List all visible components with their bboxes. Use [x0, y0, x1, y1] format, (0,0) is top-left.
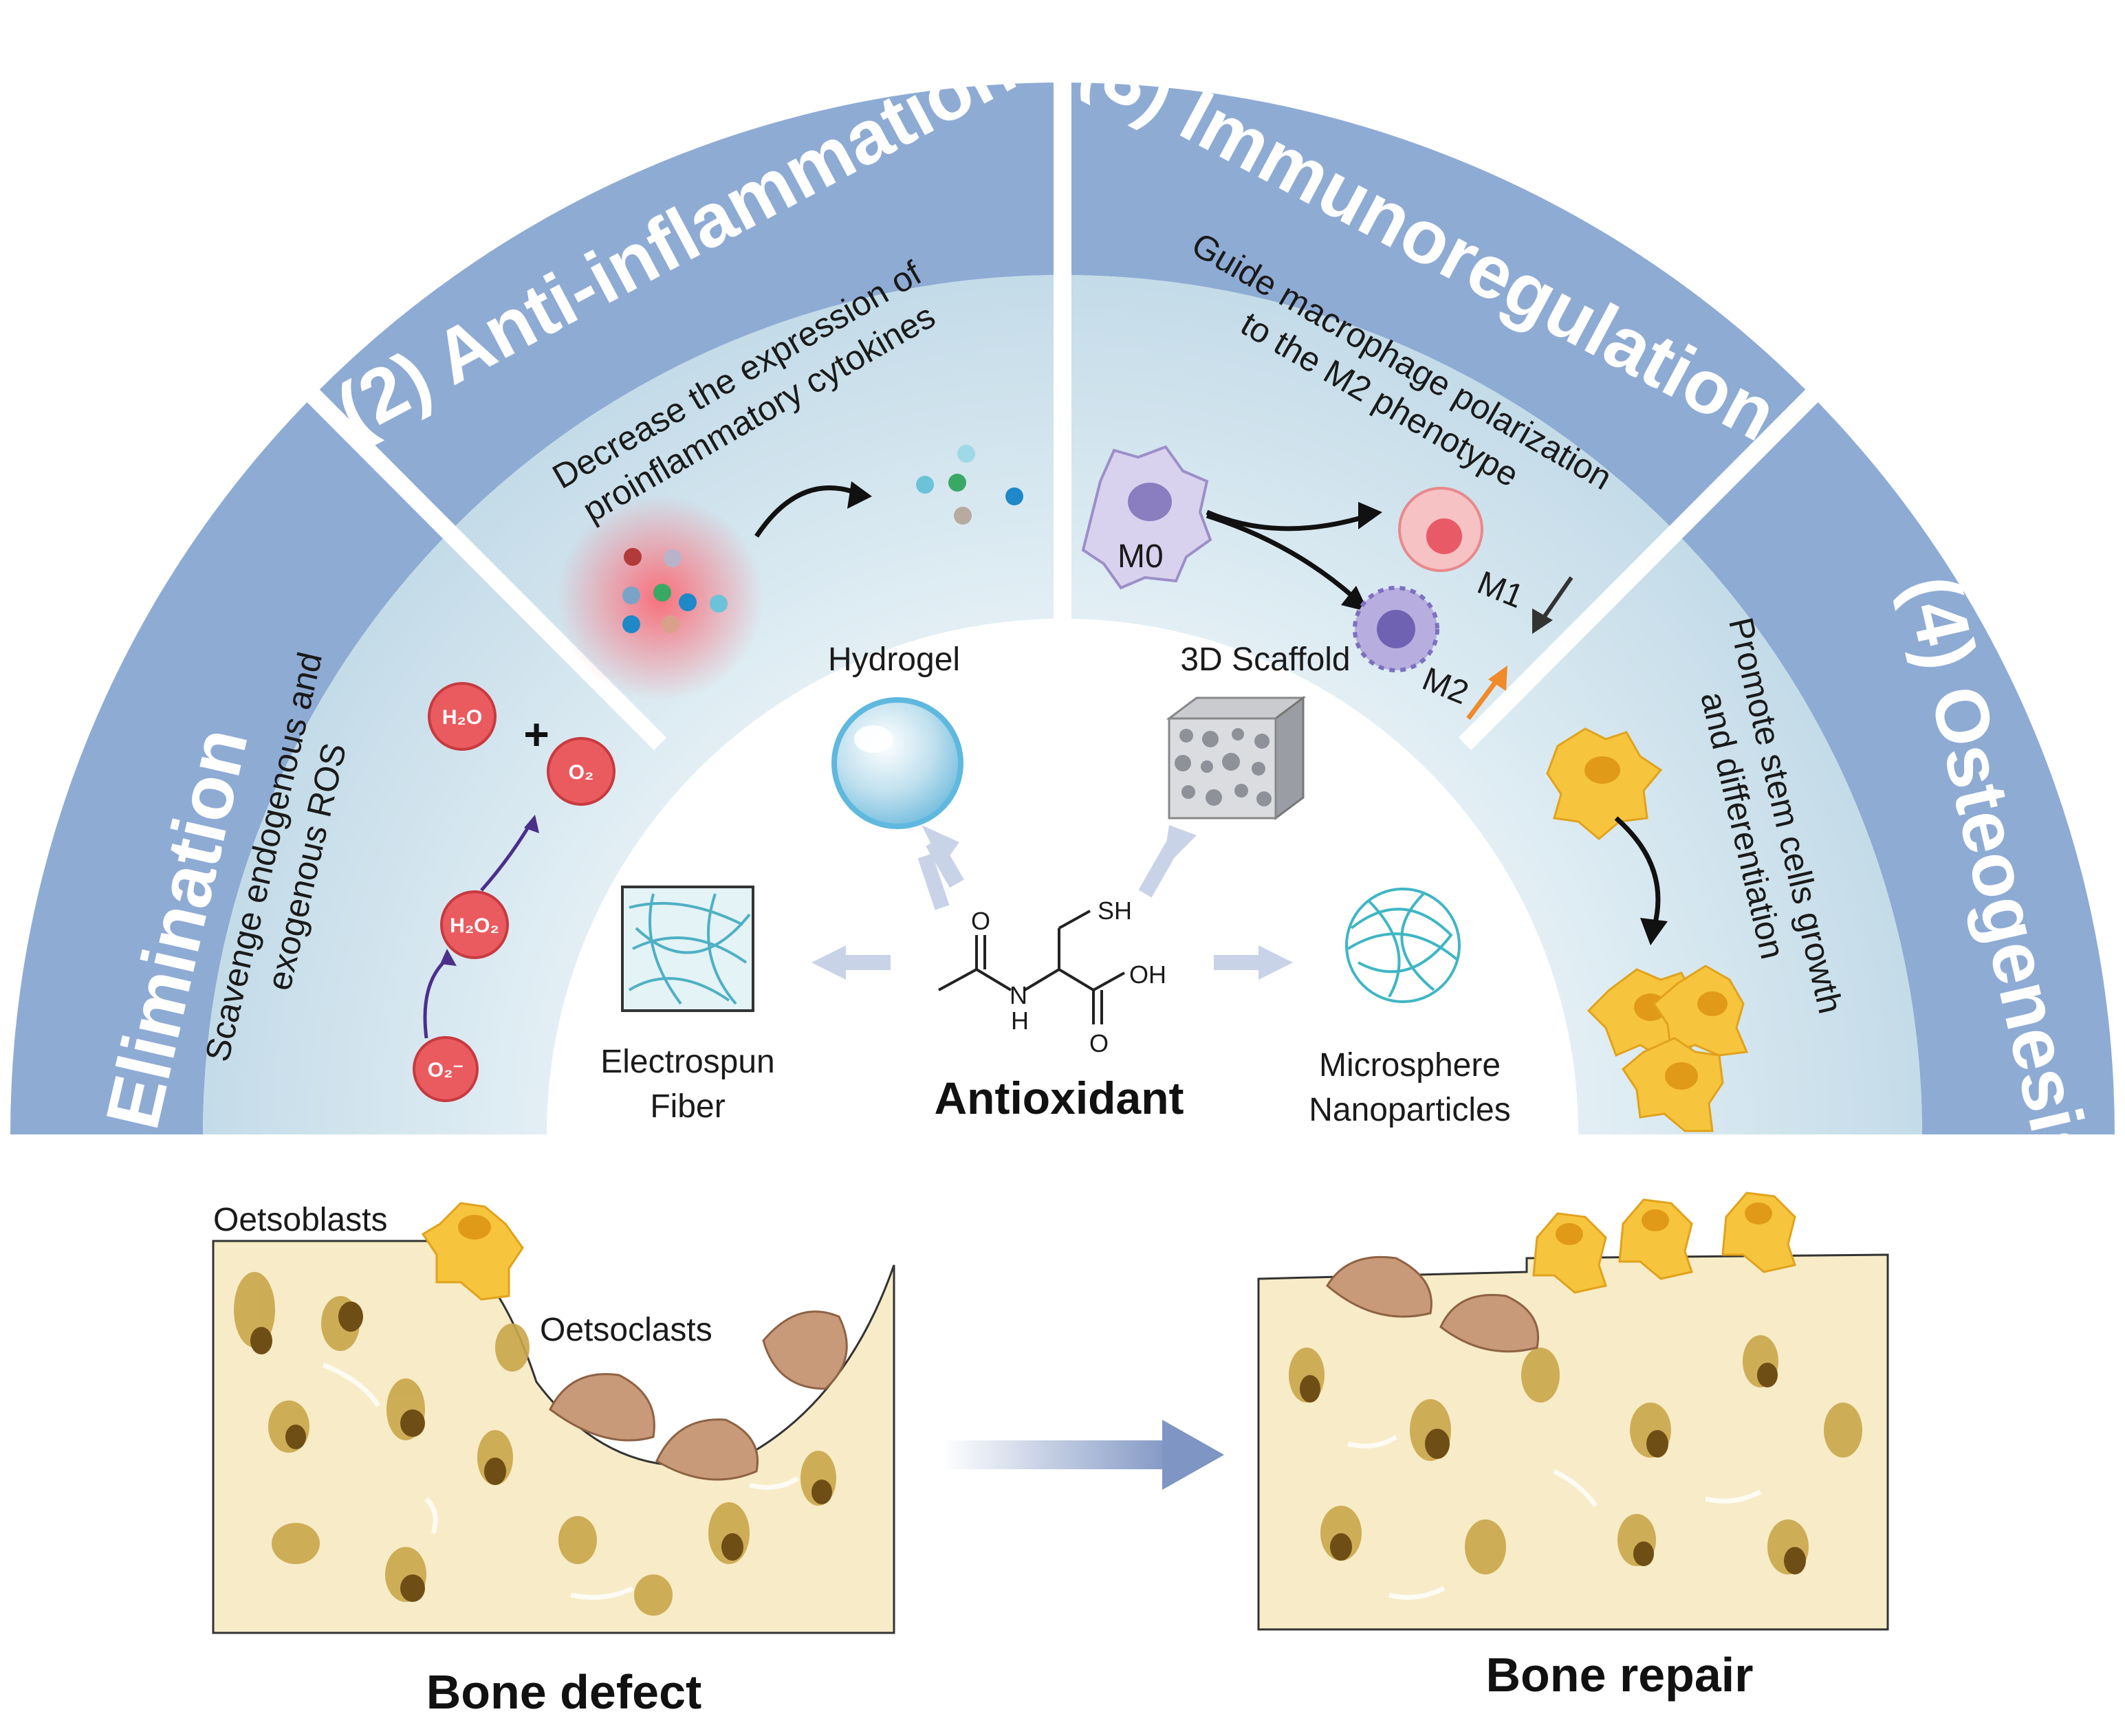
stem-cell-cluster: [1587, 965, 1749, 1132]
h2o2-molecule: [440, 890, 509, 959]
inner-ring: [203, 275, 1922, 1134]
label-osteoblasts: Oetsoblasts: [213, 1202, 387, 1238]
mol-o-top: O: [971, 907, 990, 935]
label-bone-defect: Bone defect: [426, 1665, 702, 1719]
repair-arrow-shaft: [942, 1440, 1176, 1469]
m0-to-m1-arrow: [1206, 509, 1370, 531]
h2o2-label: H₂O₂: [450, 914, 499, 937]
center-half-disc: [547, 619, 1578, 1134]
o2-label: O₂: [569, 761, 594, 784]
osteo-arrow-head: [1640, 918, 1668, 945]
o2-molecule: [547, 737, 615, 806]
m1-down-arrow: [1538, 576, 1573, 624]
microsphere-icon: [1345, 888, 1461, 1003]
label-antioxidant: Antioxidant: [935, 1073, 1184, 1123]
label-microsphere-line2: Nanoparticles: [1309, 1092, 1510, 1128]
superoxide-molecule: [413, 1036, 479, 1102]
macrophage-m2: [1353, 586, 1439, 672]
label-microsphere-line1: Microsphere: [1319, 1047, 1501, 1084]
label-bone-repair: Bone repair: [1486, 1648, 1754, 1702]
m0-to-m1-arrow-head: [1358, 502, 1382, 529]
h2o-molecule: [428, 682, 497, 751]
label-fiber-line1: Electrospun: [600, 1044, 774, 1080]
cytokine-arrow-head: [847, 481, 872, 509]
label-osteoclasts: Oetsoclasts: [540, 1312, 712, 1348]
ros-arrow-1-head: [440, 949, 457, 966]
ros-arrow-2-head: [524, 815, 539, 833]
mol-n: N: [1010, 981, 1027, 1009]
label-3d-scaffold: 3D Scaffold: [1180, 641, 1350, 678]
fiber-icon: [621, 886, 754, 1012]
ros-molecules: H₂O + O₂ H₂O₂ O₂⁻: [413, 682, 615, 1102]
outer-band: [10, 83, 2115, 1134]
hydrogel-icon: [831, 697, 963, 829]
repair-osteoblasts: [1532, 1191, 1796, 1294]
label-m0: M0: [1118, 538, 1164, 575]
mol-oh: OH: [1129, 960, 1166, 989]
label-fiber-line2: Fiber: [650, 1088, 725, 1125]
cytokine-arrow: [754, 485, 854, 538]
macrophage-m1: [1398, 487, 1483, 572]
stem-cell-single: [1546, 727, 1663, 840]
arrow-to-hydrogel: [917, 853, 950, 910]
m1-down-arrow-head: [1532, 608, 1553, 634]
defect-osteoblast: [421, 1202, 524, 1301]
m2-up-arrow-head: [1488, 666, 1507, 691]
repair-osteoclasts: [1326, 1255, 1539, 1353]
mol-o-bottom: O: [1089, 1029, 1109, 1057]
plus-sign: +: [523, 710, 549, 759]
m0-to-m2-arrow: [1206, 513, 1357, 600]
repair-osteoblast-nuclei: [1556, 1202, 1772, 1245]
section-separators: [261, 0, 1864, 751]
macrophage-m0: [1081, 445, 1212, 590]
arrow-to-scaffold: [1138, 842, 1179, 898]
mol-sh: SH: [1098, 897, 1132, 925]
h2o-label: H₂O: [442, 706, 482, 729]
bone-repair-block: [1257, 1253, 1889, 1631]
label-hydrogel: Hydrogel: [828, 641, 960, 678]
nac-molecule: [938, 910, 1125, 1024]
bone-defect-block: [212, 1240, 895, 1634]
cytokine-reduced: [916, 445, 1023, 525]
cytokine-cluster: [557, 495, 763, 701]
mol-h: H: [1011, 1007, 1029, 1035]
ros-arrow-2: [480, 824, 532, 892]
m2-up-arrow: [1466, 675, 1501, 721]
repair-arrow-head: [1162, 1420, 1224, 1490]
superoxide-label: O₂⁻: [428, 1059, 464, 1081]
osteo-arrow: [1614, 816, 1661, 929]
material-arrows: [811, 825, 1293, 980]
scaffold-icon: [1166, 696, 1307, 820]
defect-osteoclasts: [549, 1310, 848, 1481]
ros-arrow-1: [423, 958, 448, 1039]
